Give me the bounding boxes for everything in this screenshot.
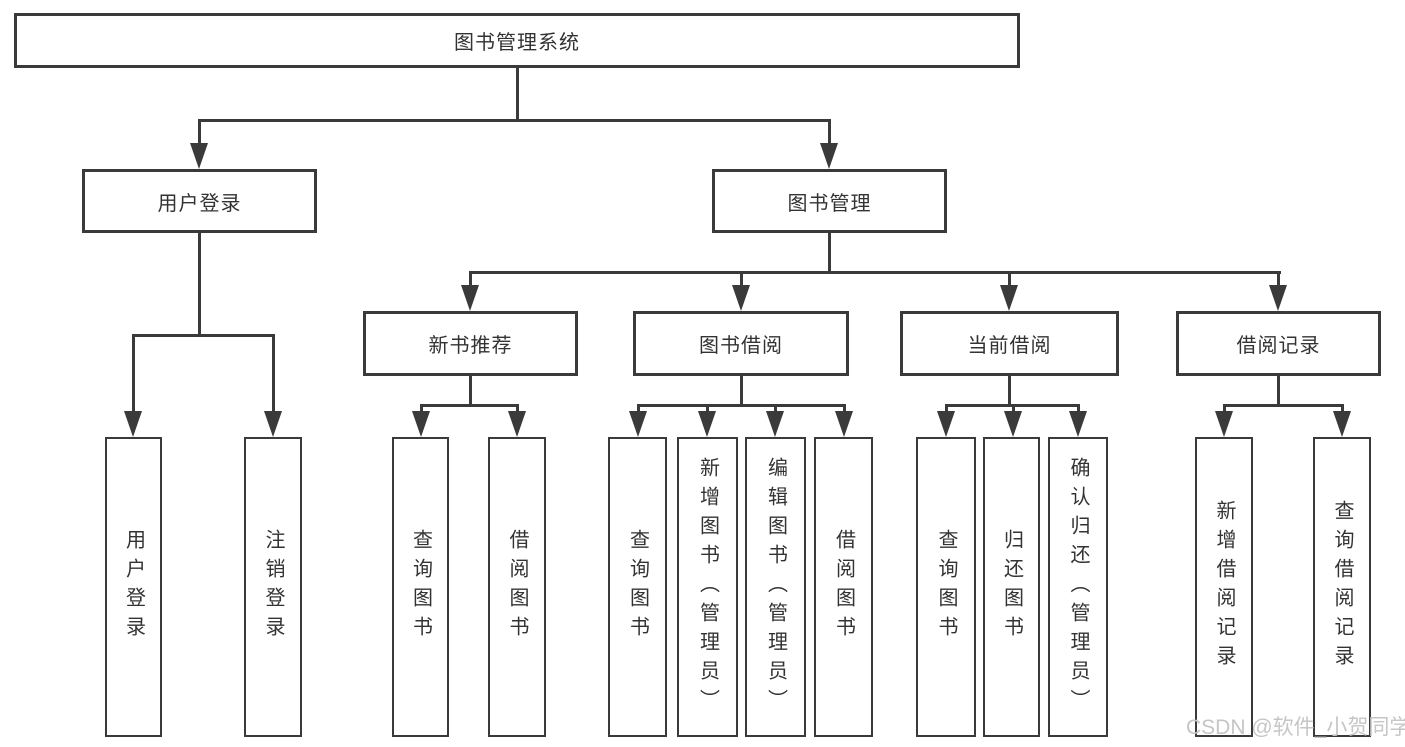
arrow-down-icon	[264, 411, 282, 437]
arrow-down-icon	[1069, 411, 1087, 437]
connector-stem	[637, 404, 640, 413]
connector-stem	[843, 404, 846, 413]
leaf-query-books-recommend: 查询图书	[392, 437, 449, 737]
connector-bar	[132, 334, 275, 337]
connector-bar	[637, 404, 846, 407]
arrow-down-icon	[629, 411, 647, 437]
leaf-add-borrow-record: 新增借阅记录	[1195, 437, 1253, 737]
leaf-label: 归还图书	[1000, 529, 1023, 645]
connector-stem	[1008, 271, 1011, 287]
connector-stem	[740, 376, 743, 407]
connector-stem	[1012, 404, 1015, 413]
node-user-login: 用户登录	[82, 169, 317, 233]
connector-stem	[516, 404, 519, 413]
arrow-down-icon	[1000, 285, 1018, 311]
arrow-down-icon	[1333, 411, 1351, 437]
leaf-label: 新增图书（管理员）	[696, 456, 719, 718]
arrow-down-icon	[508, 411, 526, 437]
connector-stem	[1077, 404, 1080, 413]
leaf-label: 查询图书	[626, 529, 649, 645]
leaf-return-books: 归还图书	[983, 437, 1040, 737]
node-borrow-records: 借阅记录	[1176, 311, 1381, 376]
connector-bar	[469, 271, 1281, 274]
connector-stem	[1277, 376, 1280, 407]
arrow-down-icon	[461, 285, 479, 311]
connector-stem	[945, 404, 948, 413]
node-book-management: 图书管理	[712, 169, 947, 233]
arrow-down-icon	[1004, 411, 1022, 437]
leaf-query-books-borrowing: 查询图书	[608, 437, 667, 737]
connector-stem	[469, 271, 472, 287]
arrow-down-icon	[124, 411, 142, 437]
leaf-label: 借阅图书	[506, 529, 528, 645]
leaf-borrow-books: 借阅图书	[814, 437, 873, 737]
node-library-system: 图书管理系统	[14, 13, 1020, 68]
leaf-label: 新增借阅记录	[1213, 500, 1235, 674]
connector-bar	[420, 404, 519, 407]
arrow-down-icon	[698, 411, 716, 437]
leaf-logout: 注销登录	[244, 437, 302, 737]
connector-stem	[1277, 271, 1280, 287]
connector-stem	[272, 334, 275, 414]
arrow-down-icon	[835, 411, 853, 437]
leaf-label: 查询图书	[409, 529, 432, 645]
connector-root-stem	[516, 68, 519, 121]
connector-stem	[132, 334, 135, 414]
connector-stem	[198, 233, 201, 337]
connector-stem	[469, 376, 472, 407]
arrow-down-icon	[766, 411, 784, 437]
arrow-down-icon	[1215, 411, 1233, 437]
leaf-query-books-current: 查询图书	[916, 437, 976, 737]
connector-stem	[420, 404, 423, 413]
connector-bar	[1223, 404, 1344, 407]
arrow-down-icon	[1269, 285, 1287, 311]
connector-stem	[1008, 376, 1011, 407]
connector-stem	[774, 404, 777, 413]
connector-stem	[740, 271, 743, 287]
watermark: CSDN @软件_小贺同学	[1186, 716, 1405, 739]
arrow-down-icon	[937, 411, 955, 437]
node-book-borrowing: 图书借阅	[633, 311, 849, 376]
connector-stem	[1223, 404, 1226, 413]
arrow-down-icon	[732, 285, 750, 311]
leaf-label: 注销登录	[262, 529, 284, 645]
leaf-label: 借阅图书	[832, 529, 855, 645]
leaf-user-login: 用户登录	[105, 437, 162, 737]
leaf-label: 用户登录	[122, 529, 145, 645]
leaf-label: 查询图书	[935, 529, 957, 645]
connector-stem	[706, 404, 709, 413]
arrow-down-icon	[190, 143, 208, 169]
leaf-label: 确认归还（管理员）	[1067, 456, 1089, 718]
leaf-edit-book-admin: 编辑图书（管理员）	[745, 437, 806, 737]
connector-root-bar	[198, 119, 831, 122]
node-current-borrowing: 当前借阅	[900, 311, 1119, 376]
arrow-down-icon	[820, 143, 838, 169]
connector-stem	[828, 233, 831, 274]
connector-stem	[828, 119, 831, 145]
arrow-down-icon	[412, 411, 430, 437]
connector-stem	[198, 119, 201, 145]
leaf-add-book-admin: 新增图书（管理员）	[677, 437, 738, 737]
node-new-book-recommend: 新书推荐	[363, 311, 578, 376]
leaf-query-borrow-record: 查询借阅记录	[1313, 437, 1371, 737]
leaf-borrow-books-recommend: 借阅图书	[488, 437, 546, 737]
leaf-label: 查询借阅记录	[1331, 500, 1353, 674]
leaf-confirm-return-admin: 确认归还（管理员）	[1048, 437, 1108, 737]
leaf-label: 编辑图书（管理员）	[764, 456, 787, 718]
connector-stem	[1341, 404, 1344, 413]
